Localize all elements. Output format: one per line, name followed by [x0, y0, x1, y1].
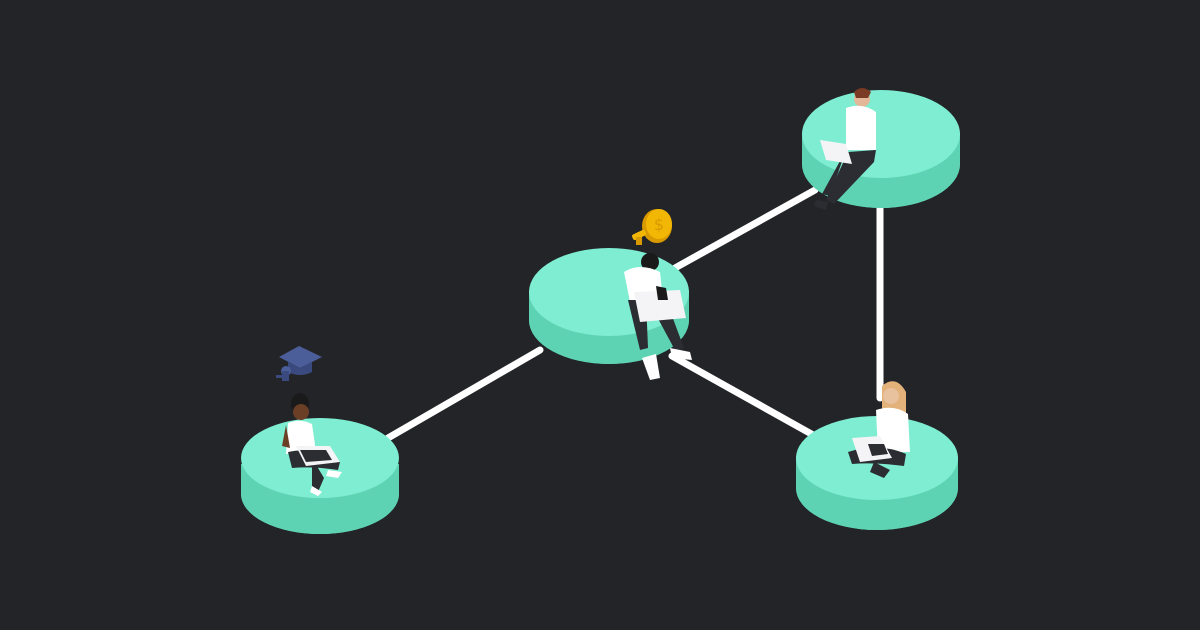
graduation-cap-key-icon — [276, 346, 322, 381]
connectors — [384, 186, 884, 442]
coin-key-icon: $ — [632, 209, 672, 245]
connector-center-top-right — [671, 186, 819, 272]
platform-bottom-right — [796, 416, 958, 530]
person-top-right — [814, 88, 876, 210]
person-bottom-right — [848, 381, 910, 478]
svg-text:$: $ — [654, 215, 664, 234]
connector-center-bottom-right — [668, 352, 819, 440]
person-center — [624, 253, 692, 380]
person-left — [282, 393, 342, 496]
connector-left-center — [384, 346, 544, 442]
